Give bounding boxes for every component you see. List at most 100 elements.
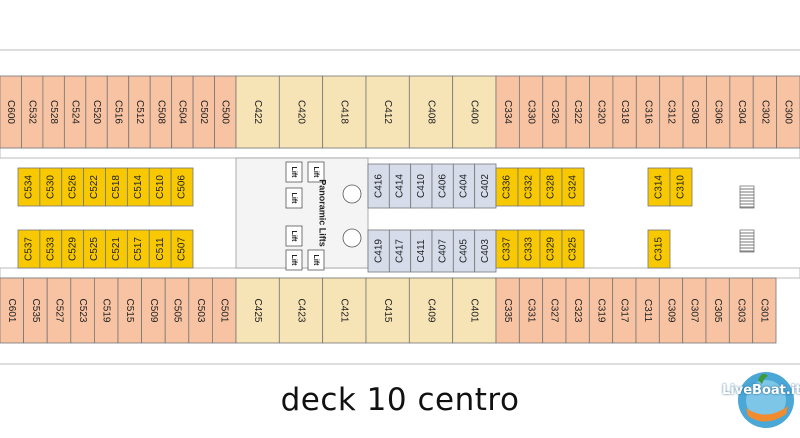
cabin-c403: C403 bbox=[474, 229, 497, 273]
cabin-c517: C517 bbox=[126, 229, 150, 269]
lift: Lift bbox=[285, 225, 303, 247]
cabin-label: C522 bbox=[89, 175, 100, 199]
cabin-label: C331 bbox=[525, 299, 536, 323]
stairwell-fwd-lower bbox=[739, 229, 755, 253]
cabin-label: C601 bbox=[6, 299, 17, 323]
cabin-c533: C533 bbox=[39, 229, 63, 269]
cabin-c307: C307 bbox=[682, 277, 707, 344]
cabin-label: C329 bbox=[546, 237, 557, 261]
cabin-label: C323 bbox=[572, 299, 583, 323]
cabin-c305: C305 bbox=[705, 277, 730, 344]
cabin-label: C303 bbox=[735, 299, 746, 323]
cabin-c412: C412 bbox=[365, 75, 410, 149]
cabin-label: C330 bbox=[525, 100, 536, 124]
cabin-label: C410 bbox=[416, 174, 427, 198]
cabin-label: C403 bbox=[480, 239, 491, 263]
cabin-c334: C334 bbox=[495, 75, 520, 149]
cabin-c317: C317 bbox=[612, 277, 637, 344]
cabin-c331: C331 bbox=[518, 277, 544, 344]
stairwell-fwd-upper bbox=[739, 185, 755, 209]
cabin-c418: C418 bbox=[322, 75, 367, 149]
cabin-label: C425 bbox=[252, 299, 263, 323]
cabin-label: C406 bbox=[437, 174, 448, 198]
cabin-label: C528 bbox=[48, 100, 59, 124]
cabin-label: C533 bbox=[45, 237, 56, 261]
cabin-c316: C316 bbox=[635, 75, 661, 149]
panoramic-lift-pod bbox=[342, 184, 362, 204]
cabin-label: C537 bbox=[24, 237, 35, 261]
cabin-c601: C601 bbox=[0, 277, 25, 344]
cabin-label: C508 bbox=[155, 100, 166, 124]
cabin-c407: C407 bbox=[431, 229, 454, 273]
cabin-c421: C421 bbox=[322, 277, 367, 344]
cabin-label: C309 bbox=[665, 299, 676, 323]
cabin-c335: C335 bbox=[495, 277, 520, 344]
cabin-c336: C336 bbox=[495, 167, 519, 207]
cabin-c425: C425 bbox=[235, 277, 280, 344]
cabin-label: C333 bbox=[524, 237, 535, 261]
cabin-label: C517 bbox=[133, 237, 144, 261]
cabin-c320: C320 bbox=[589, 75, 614, 149]
cabin-c401: C401 bbox=[452, 277, 497, 344]
cabin-c520: C520 bbox=[85, 75, 108, 149]
cabin-label: C505 bbox=[171, 299, 182, 323]
cabin-c420: C420 bbox=[278, 75, 324, 149]
cabin-c505: C505 bbox=[164, 277, 190, 344]
cabin-c524: C524 bbox=[63, 75, 87, 149]
cabin-label: C501 bbox=[219, 299, 230, 323]
cabin-c528: C528 bbox=[42, 75, 65, 149]
cabin-c414: C414 bbox=[388, 163, 412, 209]
cabin-label: C509 bbox=[148, 299, 159, 323]
cabin-c415: C415 bbox=[365, 277, 410, 344]
cabin-label: C304 bbox=[736, 100, 747, 124]
cabin-label: C419 bbox=[373, 239, 384, 263]
cabin-c332: C332 bbox=[517, 167, 541, 207]
cabin-c510: C510 bbox=[148, 167, 172, 207]
cabin-label: C518 bbox=[111, 175, 122, 199]
cabin-c514: C514 bbox=[126, 167, 150, 207]
panoramic-lifts-label: Panoramic Lifts bbox=[318, 179, 328, 247]
lift-label: Lift bbox=[290, 193, 297, 205]
cabin-c304: C304 bbox=[729, 75, 754, 149]
cabin-label: C316 bbox=[642, 100, 653, 124]
cabin-c417: C417 bbox=[388, 229, 412, 273]
cabin-label: C423 bbox=[295, 299, 306, 323]
cabin-label: C500 bbox=[220, 100, 231, 124]
cabin-c309: C309 bbox=[658, 277, 684, 344]
cabin-c416: C416 bbox=[367, 163, 390, 209]
cabin-c504: C504 bbox=[171, 75, 194, 149]
cabin-label: C415 bbox=[382, 299, 393, 323]
cabin-c501: C501 bbox=[211, 277, 237, 344]
cabin-label: C414 bbox=[395, 174, 406, 198]
cabin-c516: C516 bbox=[106, 75, 130, 149]
lift-label: Lift bbox=[290, 231, 297, 243]
cabin-label: C409 bbox=[425, 299, 436, 323]
cabin-c511: C511 bbox=[148, 229, 172, 269]
cabin-c325: C325 bbox=[561, 229, 585, 269]
cabin-label: C512 bbox=[134, 100, 145, 124]
cabin-label: C503 bbox=[195, 299, 206, 323]
cabin-label: C306 bbox=[713, 100, 724, 124]
cabin-c423: C423 bbox=[278, 277, 324, 344]
cabin-c337: C337 bbox=[495, 229, 519, 269]
cabin-label: C401 bbox=[469, 299, 480, 323]
cabin-label: C319 bbox=[595, 299, 606, 323]
cabin-c527: C527 bbox=[46, 277, 72, 344]
cabin-c409: C409 bbox=[408, 277, 454, 344]
cabin-label: C337 bbox=[502, 237, 513, 261]
lift: Lift bbox=[285, 161, 303, 183]
cabin-c301: C301 bbox=[752, 277, 777, 344]
cabin-label: C422 bbox=[252, 100, 263, 124]
cabin-label: C328 bbox=[546, 175, 557, 199]
cabin-label: C311 bbox=[642, 299, 653, 323]
cabin-label: C535 bbox=[30, 299, 41, 323]
cabin-c521: C521 bbox=[105, 229, 128, 269]
cabin-c535: C535 bbox=[23, 277, 48, 344]
cabin-label: C400 bbox=[469, 100, 480, 124]
cabin-label: C526 bbox=[67, 175, 78, 199]
cabin-label: C332 bbox=[524, 175, 535, 199]
cabin-c323: C323 bbox=[565, 277, 590, 344]
cabin-c302: C302 bbox=[752, 75, 778, 149]
cabin-label: C318 bbox=[619, 100, 630, 124]
cabin-c404: C404 bbox=[452, 163, 476, 209]
